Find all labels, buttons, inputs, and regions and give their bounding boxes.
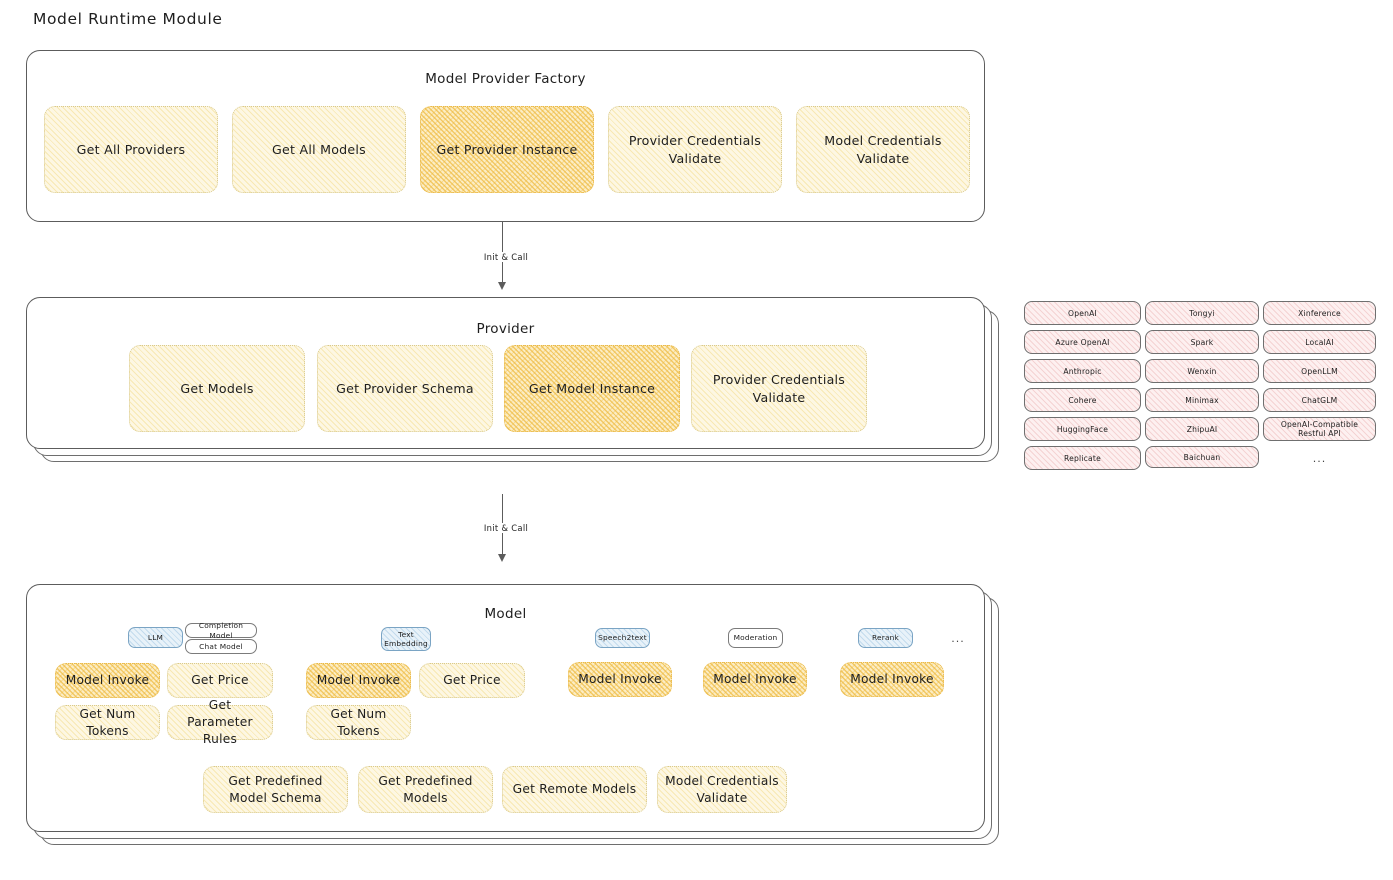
provider-box-get-models[interactable]: Get Models — [129, 345, 305, 432]
provider-box-get-model-instance[interactable]: Get Model Instance — [504, 345, 680, 432]
model-sub-badge-chat-model[interactable]: Chat Model — [185, 639, 257, 654]
provider-chip-spark[interactable]: Spark — [1145, 330, 1259, 354]
model-moderation-box-model-invoke[interactable]: Model Invoke — [703, 662, 807, 697]
factory-box-get-provider-instance[interactable]: Get Provider Instance — [420, 106, 594, 193]
provider-box-provider-credentials-validate[interactable]: Provider Credentials Validate — [691, 345, 867, 432]
provider-box-get-provider-schema[interactable]: Get Provider Schema — [317, 345, 493, 432]
factory-box-get-all-providers[interactable]: Get All Providers — [44, 106, 218, 193]
provider-chip-wenxin[interactable]: Wenxin — [1145, 359, 1259, 383]
provider-chip-azure-openai[interactable]: Azure OpenAI — [1024, 330, 1141, 354]
model-badge-text-embedding[interactable]: Text Embedding — [381, 627, 431, 651]
provider-chip-openai[interactable]: OpenAI — [1024, 301, 1141, 325]
provider-chip-localai[interactable]: LocalAI — [1263, 330, 1376, 354]
arrow-factory-to-provider-head — [498, 282, 506, 290]
provider-chip-chatglm[interactable]: ChatGLM — [1263, 388, 1376, 412]
provider-chip-huggingface[interactable]: HuggingFace — [1024, 417, 1141, 441]
factory-box-provider-credentials-validate[interactable]: Provider Credentials Validate — [608, 106, 782, 193]
provider-chip-replicate[interactable]: Replicate — [1024, 446, 1141, 470]
model-rerank-box-model-invoke[interactable]: Model Invoke — [840, 662, 944, 697]
provider-chip-minimax[interactable]: Minimax — [1145, 388, 1259, 412]
model-provider-factory-title: Model Provider Factory — [425, 71, 586, 87]
model-llm-box-model-invoke[interactable]: Model Invoke — [55, 663, 160, 698]
model-common-box-get-remote-models[interactable]: Get Remote Models — [502, 766, 647, 813]
provider-chip-cohere[interactable]: Cohere — [1024, 388, 1141, 412]
provider-chip-baichuan[interactable]: Baichuan — [1145, 446, 1259, 468]
model-llm-box-get-price[interactable]: Get Price — [167, 663, 273, 698]
model-llm-box-get-parameter-rules[interactable]: Get Parameter Rules — [167, 698, 273, 746]
model-speech2text-box-model-invoke[interactable]: Model Invoke — [568, 662, 672, 697]
model-title: Model — [484, 606, 527, 622]
provider-chip-zhipuai[interactable]: ZhipuAI — [1145, 417, 1259, 441]
model-sub-badge-completion-model[interactable]: Completion Model — [185, 621, 257, 640]
provider-chip-anthropic[interactable]: Anthropic — [1024, 359, 1141, 383]
model-badge-moderation[interactable]: Moderation — [728, 628, 783, 648]
factory-box-model-credentials-validate[interactable]: Model Credentials Validate — [796, 106, 970, 193]
page-title: Model Runtime Module — [33, 10, 223, 28]
model-common-box-model-credentials-validate[interactable]: Model Credentials Validate — [657, 766, 787, 813]
model-text-embedding-box-get-num-tokens[interactable]: Get Num Tokens — [306, 705, 411, 740]
model-badge-speech2text[interactable]: Speech2text — [595, 628, 650, 648]
arrow-provider-to-model-head — [498, 554, 506, 562]
model-text-embedding-box-get-price[interactable]: Get Price — [419, 663, 525, 698]
factory-box-get-all-models[interactable]: Get All Models — [232, 106, 406, 193]
model-common-box-get-predefined-models[interactable]: Get Predefined Models — [358, 766, 493, 813]
arrow-factory-to-provider-label: Init & Call — [466, 252, 546, 262]
provider-chip-tongyi[interactable]: Tongyi — [1145, 301, 1259, 325]
model-common-box-get-predefined-model-schema[interactable]: Get Predefined Model Schema — [203, 766, 348, 813]
model-groups-ellipsis-icon: ... — [951, 632, 965, 645]
model-badge-rerank[interactable]: Rerank — [858, 628, 913, 648]
model-text-embedding-box-model-invoke[interactable]: Model Invoke — [306, 663, 411, 698]
provider-chip-openai-compatible-restful-api[interactable]: OpenAI-Compatible Restful API — [1263, 417, 1376, 441]
provider-title: Provider — [476, 321, 535, 337]
model-llm-box-get-num-tokens[interactable]: Get Num Tokens — [55, 705, 160, 740]
arrow-provider-to-model-label: Init & Call — [466, 523, 546, 533]
provider-chip-openllm[interactable]: OpenLLM — [1263, 359, 1376, 383]
provider-list-ellipsis-icon: ... — [1312, 452, 1327, 465]
provider-chip-xinference[interactable]: Xinference — [1263, 301, 1376, 325]
model-badge-llm[interactable]: LLM — [128, 627, 183, 648]
